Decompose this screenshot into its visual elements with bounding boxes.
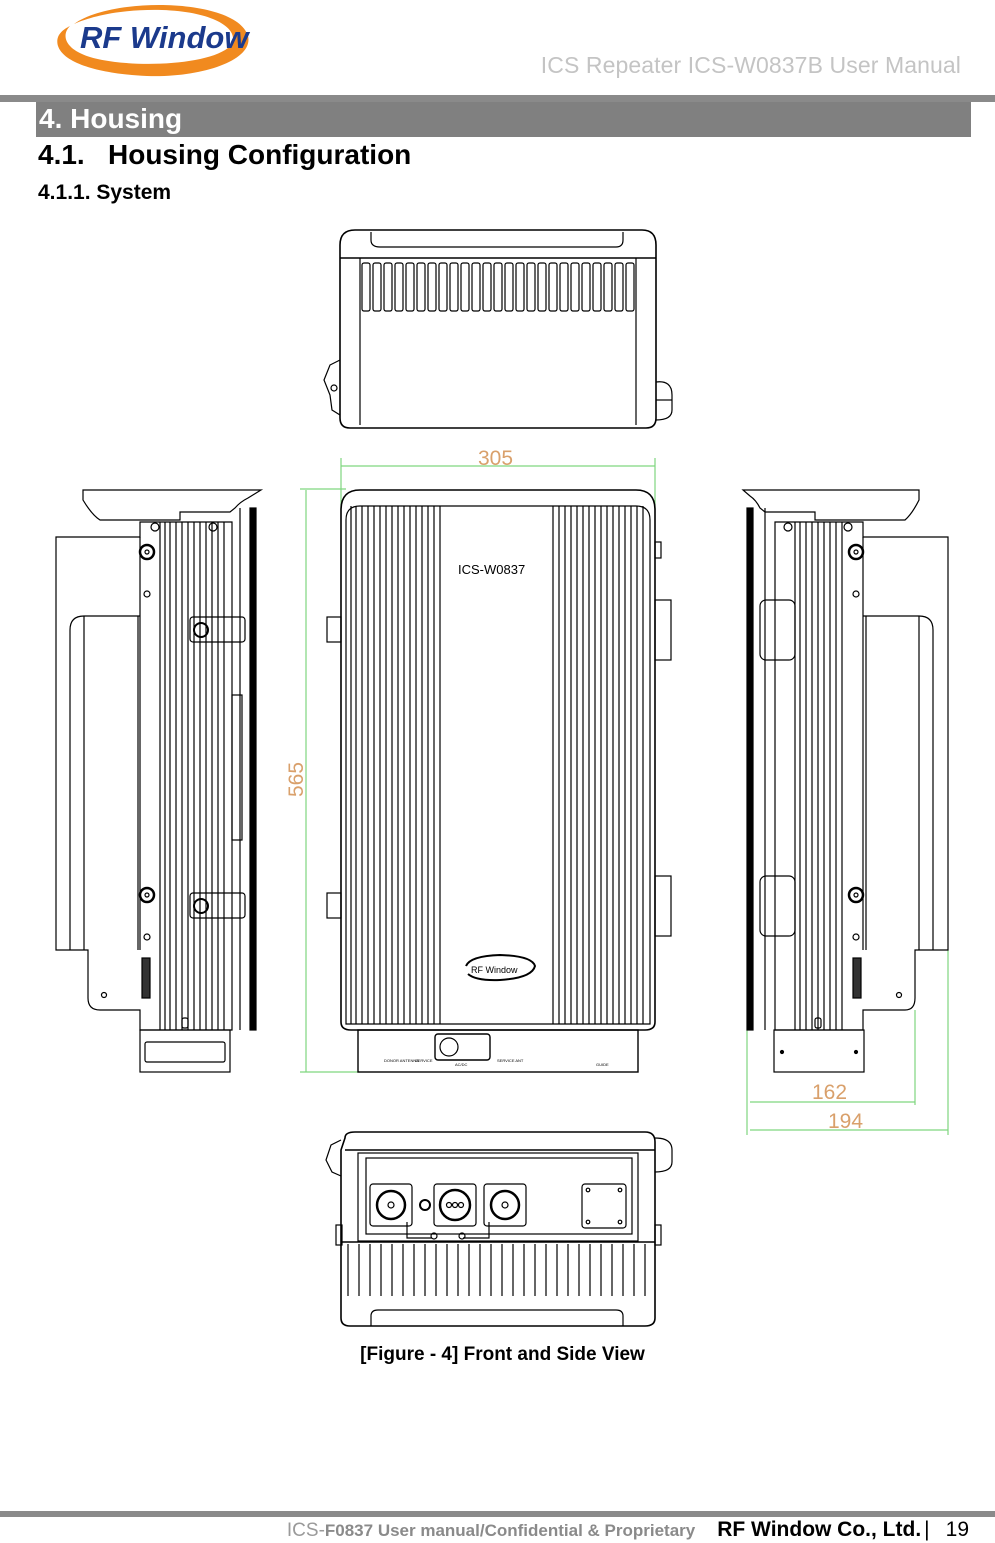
header-divider [0,95,995,102]
svg-text:AC/DC: AC/DC [455,1062,468,1067]
figure-caption: [Figure - 4] Front and Side View [360,1344,645,1365]
section-heading: 4.1. Housing Configuration [38,139,411,171]
model-label: ICS-W0837 [458,562,525,577]
section-title: Housing Configuration [108,139,412,170]
front-view-drawing: ICS-W0837 RF Window DONOR ANTENNA SERVIC… [326,489,672,1073]
footer-doc-prefix: ICS- [286,1520,325,1541]
dimension-lines [300,458,949,1135]
document-title: ICS Repeater ICS-W0837B User Manual [540,52,961,78]
company-logo: RF Window [52,2,252,80]
footer-company: RF Window Co., Ltd. [717,1518,922,1541]
footer-doc-text: F0837 User manual/Confidential & Proprie… [324,1521,696,1540]
front-logo-text: RF Window [471,965,518,975]
page-footer: ICS-F0837 User manual/Confidential & Pro… [287,1518,969,1542]
chapter-title: 4. Housing [39,103,183,134]
svg-text:DONOR ANTENNA: DONOR ANTENNA [384,1058,419,1063]
section-number: 4.1. [38,139,85,170]
page-number: 19 [945,1518,969,1541]
subsection-heading: 4.1.1. System [38,181,172,204]
depth-outer-dimension: 194 [828,1110,863,1133]
svg-text:RF Window: RF Window [80,20,250,55]
width-dimension: 305 [478,447,513,470]
footer-divider [0,1511,995,1517]
svg-text:SERVICE: SERVICE [415,1058,433,1063]
top-view-drawing [323,229,673,429]
chapter-heading-bar: 4. Housing [36,102,971,137]
svg-text:SERVICE ANT: SERVICE ANT [497,1058,524,1063]
left-side-view-drawing [55,489,264,1073]
housing-drawing-figure: 305 565 162 194 [0,210,995,1340]
svg-text:GUIDE: GUIDE [596,1062,609,1067]
footer-separator: | [924,1518,930,1541]
right-side-view-drawing [741,489,949,1073]
height-dimension: 565 [285,762,308,797]
bottom-view-drawing [325,1131,673,1327]
depth-inner-dimension: 162 [812,1081,847,1104]
